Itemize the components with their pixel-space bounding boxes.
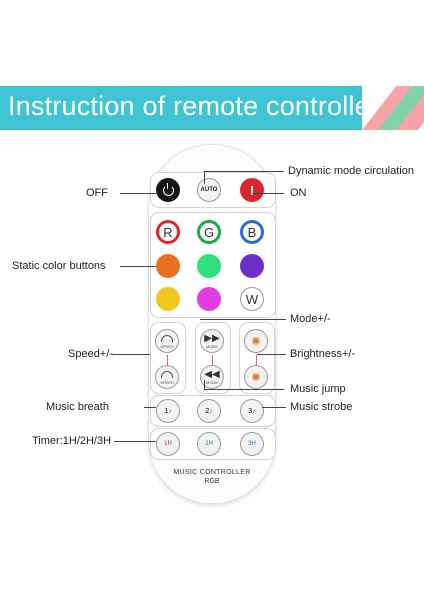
music-breath-label: Music breath (46, 401, 109, 413)
brand-line-2: RGB (204, 478, 220, 485)
brightness-connector (257, 354, 286, 355)
remote-body: AUTO R G B W SPEED SPEED ▶▶ MODE (148, 144, 276, 504)
power-panel: AUTO (150, 172, 276, 208)
music-note-icon: ♪ (209, 407, 213, 415)
timer-2h-button[interactable]: 2H (197, 432, 221, 456)
mode-divider (212, 355, 213, 365)
music-breath-button[interactable]: 1♪ (156, 399, 180, 423)
color-panel: R G B W (150, 212, 276, 318)
timer-connector (114, 441, 156, 442)
music-jump-label: Music jump (290, 383, 346, 395)
speed-connector (112, 354, 150, 355)
blue-button[interactable]: B (240, 220, 264, 244)
music-jump-connector (204, 380, 205, 389)
title-banner: Instruction of remote controller (0, 86, 424, 130)
music-note-icon: ♪ (252, 407, 256, 415)
music-2-label: 2 (205, 407, 210, 415)
music-panel: 1♪ 2♪ 3♪ (150, 395, 276, 427)
auto-button[interactable]: AUTO (197, 178, 221, 202)
orange-button[interactable] (156, 254, 180, 278)
speed-label: SPEED (160, 380, 174, 385)
white-button[interactable]: W (240, 287, 264, 311)
brightness-down-button[interactable]: ✺ (244, 365, 268, 389)
dynamic-mode-connector (204, 171, 205, 184)
mode-label: MODE (206, 344, 218, 349)
on-icon (251, 185, 253, 195)
mode-label: MODE (206, 380, 218, 385)
gauge-icon (161, 335, 173, 342)
power-icon (162, 182, 174, 196)
speed-down-button[interactable]: SPEED (155, 365, 179, 389)
static-color-connector (120, 266, 156, 267)
mode-panel: ▶▶ MODE ◀◀ MODE (195, 322, 231, 394)
mode-connector (200, 319, 286, 320)
brightness-up-button[interactable]: ✺ (244, 329, 268, 353)
sun-up-icon: ✺ (251, 335, 261, 348)
music-1-label: 1 (164, 407, 169, 415)
off-label: OFF (86, 187, 108, 199)
timer-label: Timer:1H/2H/3H (32, 435, 112, 447)
music-strobe-connector (262, 407, 286, 408)
yellow-button[interactable] (156, 287, 180, 311)
fast-forward-icon: ▶▶ (204, 333, 220, 344)
on-button[interactable] (240, 178, 264, 202)
mode-up-button[interactable]: ▶▶ MODE (200, 329, 224, 353)
timer-panel: 1H 2H 3H (150, 428, 276, 460)
timer-3h-button[interactable]: 3H (240, 432, 264, 456)
music-jump-connector (204, 389, 284, 390)
banner-title: Instruction of remote controller (8, 91, 380, 121)
brightness-label: Brightness+/- (290, 348, 356, 360)
dynamic-mode-connector (204, 171, 284, 172)
static-color-label: Static color buttons (12, 260, 106, 272)
music-3-label: 3 (248, 407, 253, 415)
gauge-icon (161, 371, 173, 378)
light-green-button[interactable] (197, 254, 221, 278)
brand-line-1: MUSIC CONTROLLER (173, 469, 251, 476)
music-breath-connector (144, 407, 156, 408)
speed-label: SPEED (160, 344, 174, 349)
dynamic-mode-label: Dynamic mode circulation (288, 165, 414, 177)
rewind-icon: ◀◀ (204, 369, 220, 380)
music-strobe-button[interactable]: 3♪ (240, 399, 264, 423)
off-button[interactable] (156, 178, 180, 202)
speed-up-button[interactable]: SPEED (155, 329, 179, 353)
music-strobe-label: Music strobe (290, 401, 353, 413)
on-connector (252, 193, 284, 194)
speed-panel: SPEED SPEED (150, 322, 186, 394)
green-button[interactable]: G (197, 220, 221, 244)
brightness-panel: ✺ ✺ (239, 322, 275, 394)
on-label: ON (290, 187, 307, 199)
purple-button[interactable] (240, 254, 264, 278)
music-note-icon: ♪ (168, 407, 172, 415)
mode-label: Mode+/- (290, 313, 331, 325)
timer-1h-button[interactable]: 1H (156, 432, 180, 456)
magenta-button[interactable] (197, 287, 221, 311)
speed-label: Speed+/- (68, 348, 113, 360)
brightness-divider (256, 355, 257, 365)
music-jump-button[interactable]: 2♪ (197, 399, 221, 423)
speed-divider (167, 355, 168, 365)
banner-bar (0, 86, 362, 130)
red-button[interactable]: R (156, 220, 180, 244)
off-connector (120, 193, 156, 194)
sun-down-icon: ✺ (251, 371, 261, 384)
